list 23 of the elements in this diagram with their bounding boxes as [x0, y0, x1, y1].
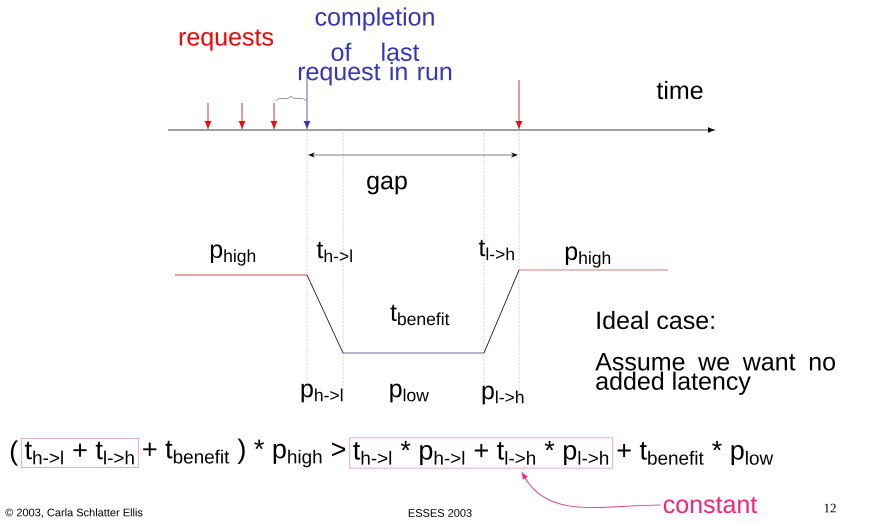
axis-label: time: [656, 80, 703, 100]
note-text: Assume we want no added latency: [595, 353, 835, 395]
power-label: p$_{high}$: [566, 246, 610, 268]
annotation-text: constant: [664, 496, 758, 514]
annotation-text: completion: [316, 7, 434, 31]
highlight-box: t$_{h->l}$ + t$_{l->h}$: [21, 438, 139, 468]
note-text: Ideal case:: [598, 310, 714, 330]
page-number: 12: [824, 504, 836, 512]
footer-text: © 2003, Carla Schlatter Ellis: [5, 508, 142, 518]
power-label: p$_{low}$: [390, 384, 429, 402]
annotation-text: requests: [180, 29, 274, 51]
leader-arrow: [522, 472, 661, 508]
power-label: p$_{high}$: [210, 244, 256, 266]
time-label: t$_{l->h}$: [478, 240, 514, 260]
time-label: t$_{benefit}$: [390, 304, 450, 326]
power-label: p$_{l->h}$: [482, 386, 524, 404]
time-label: t$_{h->l}$: [316, 242, 352, 262]
power-label: p$_{h->l}$: [302, 384, 342, 402]
gap-label: gap: [367, 176, 407, 194]
footer-text: ESSES 2003: [408, 509, 472, 517]
highlight-box: t$_{h->l}$ * p$_{h->l}$ + t$_{l->h}$ * p$_{l->h}$: [350, 438, 614, 468]
formula-text: + t$_{benefit}$ ) * p$_{high}$ >: [143, 438, 346, 468]
annotation-text: of last request in run: [298, 42, 452, 86]
